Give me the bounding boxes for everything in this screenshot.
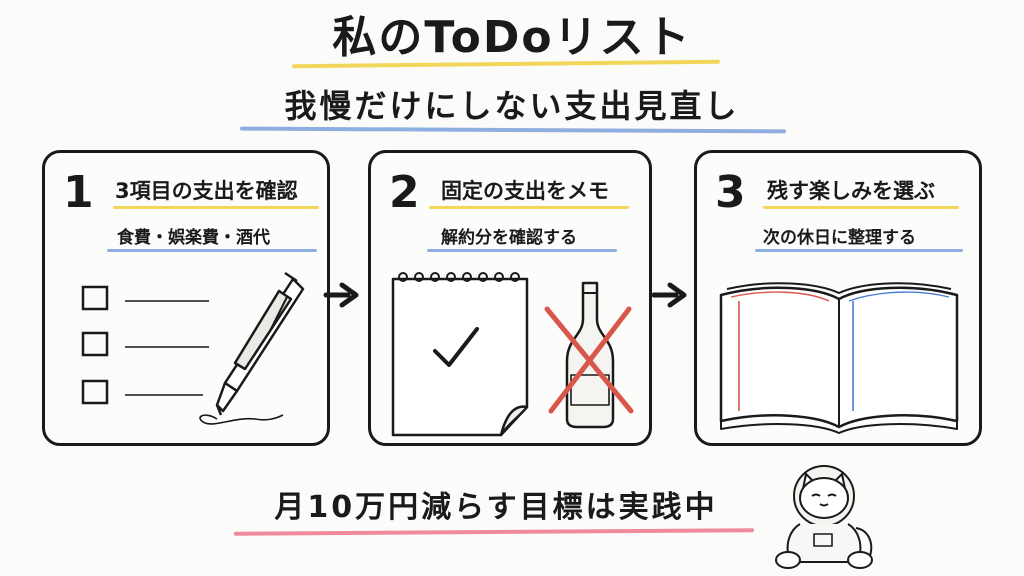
checklist-icon [81, 285, 209, 405]
step-detail-underline [755, 249, 963, 252]
arrow-right-icon [651, 282, 687, 308]
goal-underline [233, 528, 755, 536]
step-heading: 固定の支出をメモ [441, 179, 609, 203]
page-subtitle: 我慢だけにしない支出見直し [284, 87, 740, 125]
step-detail: 解約分を確認する [441, 228, 577, 248]
step-heading: 3項目の支出を確認 [115, 179, 298, 203]
crossed-bottle-icon [544, 281, 634, 429]
step-heading-underline [113, 206, 319, 209]
step-number: 2 [389, 167, 420, 218]
pen-icon [199, 271, 305, 425]
notepad-check-icon [391, 272, 529, 437]
arrow-right-icon [323, 282, 359, 308]
step-detail: 次の休日に整理する [763, 228, 916, 248]
step-panel-3: 3 残す楽しみを選ぶ 次の休日に整理する [694, 150, 982, 446]
step-heading: 残す楽しみを選ぶ [767, 179, 935, 203]
goal-text: 月10万円減らす目標は実践中 [274, 490, 718, 525]
step-detail-underline [427, 249, 617, 252]
step-number: 3 [715, 167, 746, 218]
step-heading-underline [763, 206, 959, 209]
cat-astronaut-icon [775, 465, 873, 569]
step-detail: 食費・娯楽費・酒代 [117, 228, 270, 248]
open-book-icon [719, 282, 959, 434]
step-panel-2: 2 固定の支出をメモ 解約分を確認する [368, 150, 652, 446]
page-title: 私のToDoリスト [332, 12, 692, 63]
step-heading-underline [429, 206, 629, 209]
step-number: 1 [63, 167, 94, 218]
step-panel-1: 1 3項目の支出を確認 食費・娯楽費・酒代 [42, 150, 330, 446]
step-detail-underline [107, 249, 317, 252]
